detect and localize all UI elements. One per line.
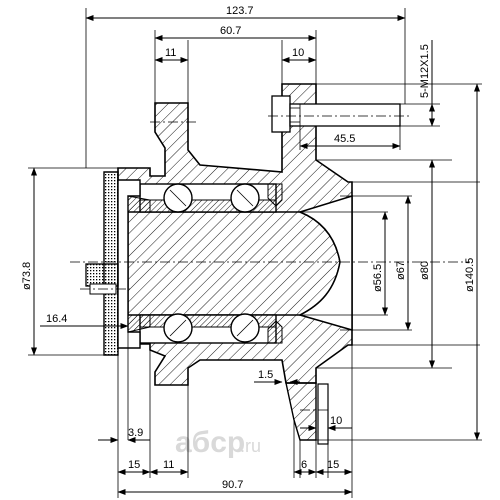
dimension-lines <box>31 15 480 495</box>
seal-lower-right <box>267 320 283 344</box>
dim-small-gap: 3.9 <box>128 427 143 439</box>
dim-overall-width: 123.7 <box>226 5 254 17</box>
lower-flange-tab <box>285 382 317 441</box>
dim-left-step: 11 <box>165 47 176 59</box>
dim-bottom-6: 6 <box>301 459 307 471</box>
seal-upper-right <box>267 183 283 207</box>
watermark-text: aбcp <box>175 426 245 459</box>
dim-bottom-15-left: 15 <box>128 459 140 471</box>
dim-stud-thread: 5-M12X1.5 <box>419 44 431 98</box>
dim-chamfer: 1.5 <box>258 369 273 381</box>
dim-dia-80: ø80 <box>419 261 431 280</box>
watermark: aбcp .ru <box>175 426 261 459</box>
dim-flange-span: 60.7 <box>220 25 241 37</box>
watermark-suffix: .ru <box>240 436 261 456</box>
dim-dia-67: ø67 <box>395 261 407 280</box>
dimension-labels: 123.7 60.7 11 10 5-M12X1.5 45.5 ø56.5 ø6… <box>21 5 476 491</box>
dim-dia-pcd: ø140.5 <box>464 258 476 292</box>
wheel-stud <box>271 95 401 133</box>
dim-stud-length: 45.5 <box>334 133 355 145</box>
dim-flange-thk: 10 <box>330 415 342 427</box>
dim-right-step: 10 <box>292 47 304 59</box>
dim-left-offset: 16.4 <box>46 313 67 325</box>
sensor-block <box>85 263 119 287</box>
hub-body <box>85 83 401 445</box>
hub-cup <box>297 194 353 331</box>
dim-bottom-11: 11 <box>163 459 174 471</box>
dim-dia-inner: ø56.5 <box>372 264 384 292</box>
dim-dia-hub: ø73.8 <box>21 262 33 290</box>
dim-bottom-total: 90.7 <box>222 479 243 491</box>
inner-shaft <box>127 211 341 316</box>
center-lines <box>70 115 470 411</box>
dim-bottom-15-right: 15 <box>327 459 339 471</box>
